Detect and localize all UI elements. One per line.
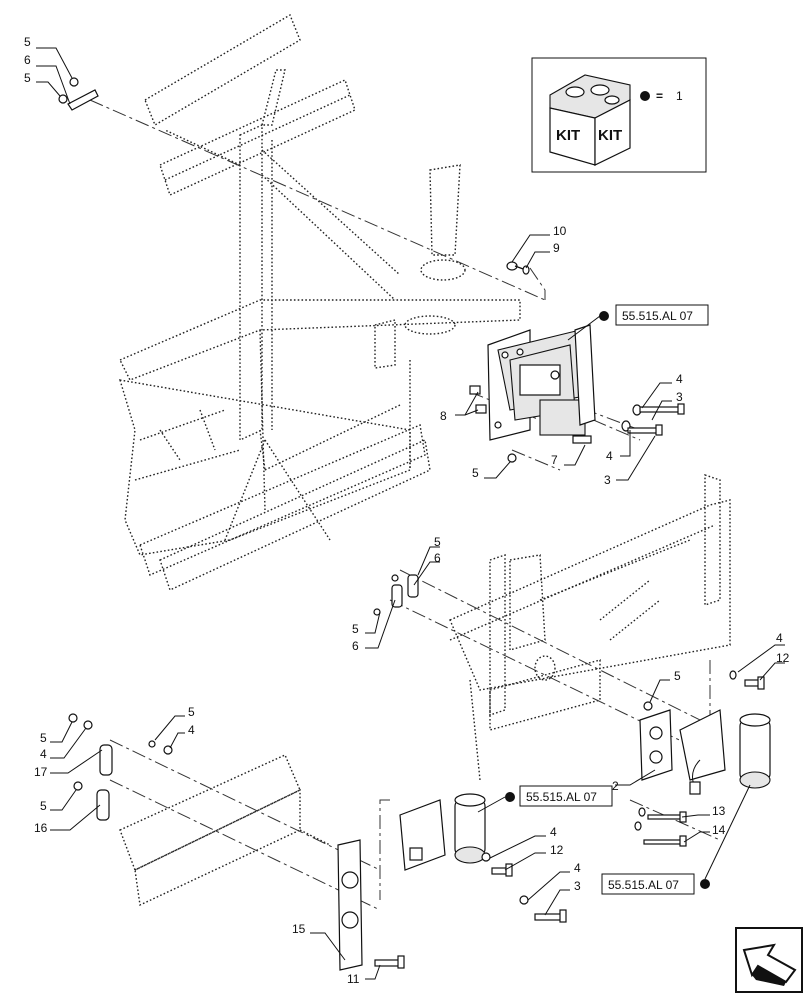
kit-legend-equals: = (656, 89, 663, 103)
lower-bolts (374, 670, 765, 969)
callout-label: 4 (574, 861, 581, 875)
callout-leaders (36, 47, 785, 980)
reference-actuator-left-label: 55.515.AL 07 (526, 790, 597, 804)
callout-label: 4 (550, 825, 557, 839)
mounting-plates (68, 574, 673, 971)
callout-label: 4 (188, 723, 195, 737)
callout-label: 5 (674, 669, 681, 683)
callout-label: 5 (24, 35, 31, 49)
callout-label: 5 (188, 705, 195, 719)
reference-actuator-left[interactable]: 55.515.AL 07 (477, 785, 613, 813)
callout-label: 6 (434, 551, 441, 565)
callout-label: 15 (292, 922, 306, 936)
kit-dot-icon (599, 311, 609, 321)
lower-left-beam (119, 754, 331, 907)
callout-label: 4 (776, 631, 783, 645)
kit-dot-icon (700, 879, 710, 889)
steering-actuator-right (679, 709, 771, 795)
callout-label: 4 (676, 372, 683, 386)
callout-label: 4 (40, 747, 47, 761)
kit-legend-value: 1 (676, 89, 683, 103)
reference-actuator-right[interactable]: 55.515.AL 07 (601, 784, 751, 895)
callout-label: 3 (574, 879, 581, 893)
callout-label: 6 (352, 639, 359, 653)
callout-label: 12 (550, 843, 564, 857)
callout-label: 6 (24, 53, 31, 67)
callout-label: 5 (434, 535, 441, 549)
callout-label: 14 (712, 823, 726, 837)
callout-label: 2 (612, 779, 619, 793)
valve-mounting-bolts (621, 403, 685, 436)
callout-label: 5 (352, 622, 359, 636)
callout-label: 3 (676, 390, 683, 404)
upper-boom-frame (119, 13, 521, 591)
callout-label: 8 (440, 409, 447, 423)
kit-label-right: KIT (598, 127, 622, 144)
callout-numbers: 5 6 5 10 9 8 5 7 4 3 4 3 5 6 5 6 4 12 5 … (24, 35, 790, 986)
callout-label: 12 (776, 651, 790, 665)
callout-label: 5 (24, 71, 31, 85)
callout-label: 5 (472, 466, 479, 480)
callout-label: 10 (553, 224, 567, 238)
callout-label: 5 (40, 799, 47, 813)
kit-label-left: KIT (556, 127, 580, 144)
next-page-arrow-icon[interactable] (735, 927, 803, 993)
callout-label: 3 (604, 473, 611, 487)
callout-label: 17 (34, 765, 48, 779)
callout-label: 13 (712, 804, 726, 818)
upper-left-hardware (58, 77, 530, 463)
kit-dot-icon (640, 91, 650, 101)
hydraulic-valve-assembly (469, 324, 596, 444)
kit-dot-icon (505, 792, 515, 802)
callout-label: 9 (553, 241, 560, 255)
callout-label: 16 (34, 821, 48, 835)
callout-label: 11 (347, 972, 360, 986)
callout-label: 5 (40, 731, 47, 745)
reference-actuator-right-label: 55.515.AL 07 (608, 878, 679, 892)
steering-actuator-left (399, 793, 486, 871)
callout-label: 7 (551, 453, 558, 467)
reference-valve[interactable]: 55.515.AL 07 (567, 304, 709, 341)
reference-valve-label: 55.515.AL 07 (622, 309, 693, 323)
lower-right-boom-frame (449, 474, 731, 781)
callout-label: 4 (606, 449, 613, 463)
kit-legend-box: KIT KIT = 1 (531, 57, 707, 173)
